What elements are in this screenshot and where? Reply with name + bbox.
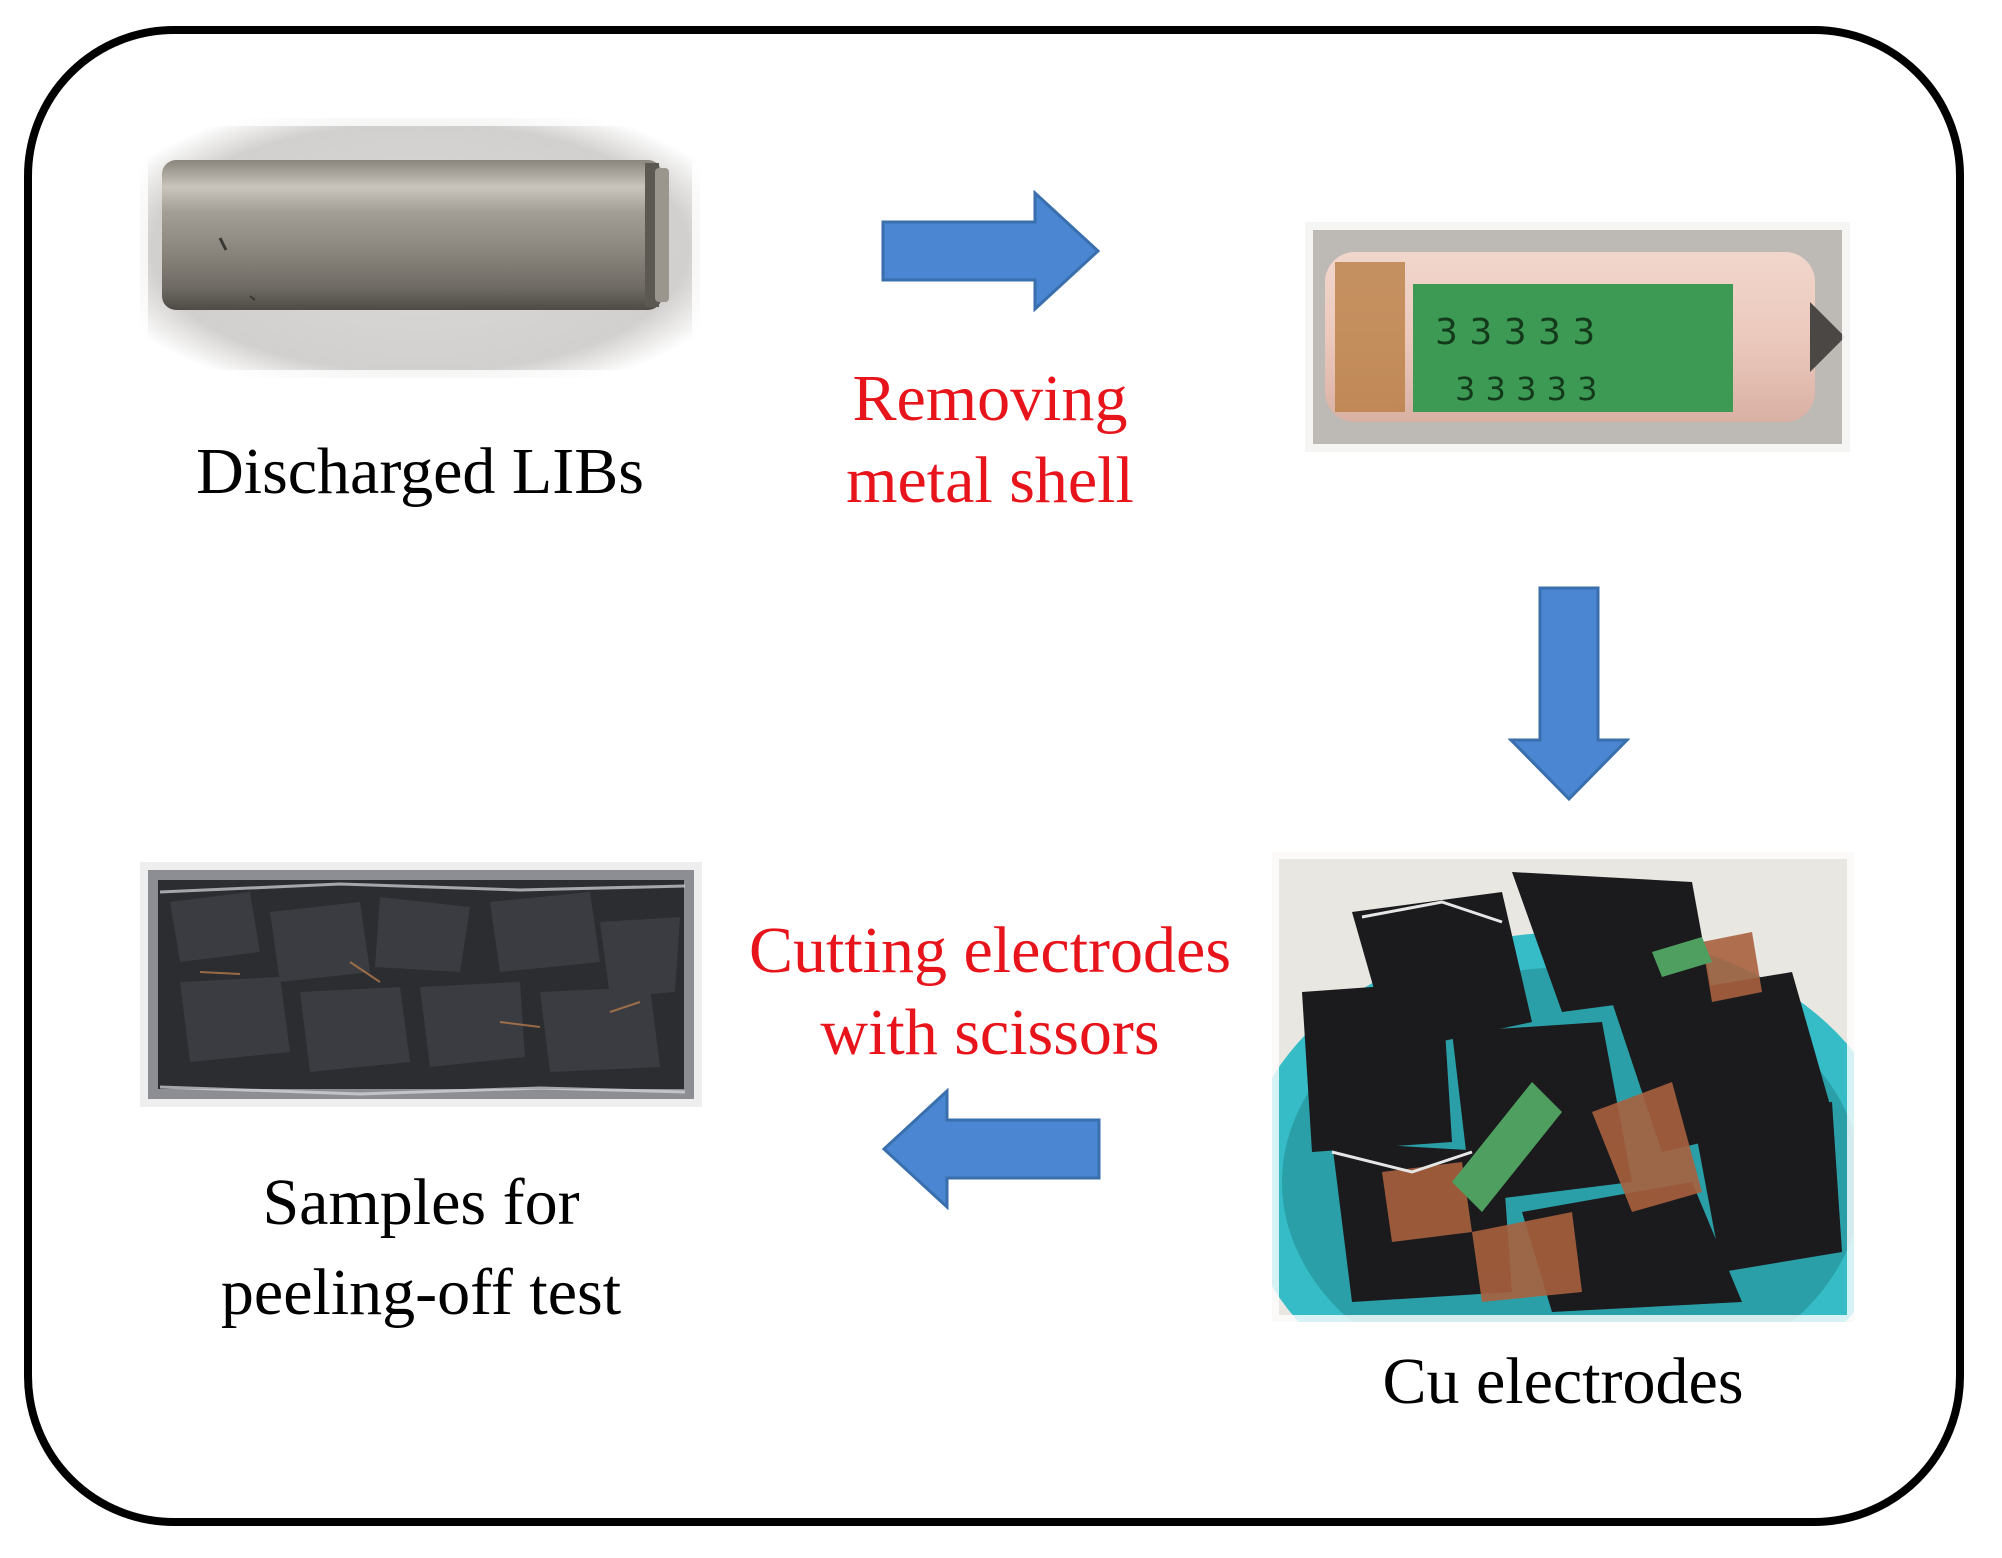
- arrow-right-icon: [880, 190, 1102, 312]
- discharged-libs-caption: Discharged LIBs: [196, 435, 644, 508]
- cutting-step-label: Cutting electrodes with scissors: [710, 910, 1270, 1074]
- cutting-line2: with scissors: [820, 996, 1160, 1069]
- samples-caption-line1: Samples for: [262, 1166, 580, 1239]
- cutting-line1: Cutting electrodes: [748, 914, 1232, 987]
- process-frame: [24, 26, 1964, 1526]
- battery-cell-photo: [140, 118, 700, 378]
- svg-text:3 3 3 3 3: 3 3 3 3 3: [1435, 312, 1595, 353]
- svg-text:3 3 3 3 3: 3 3 3 3 3: [1455, 370, 1597, 408]
- arrow-down-icon: [1508, 585, 1630, 803]
- cut-samples-bag-photo: [140, 862, 702, 1107]
- cu-electrodes-basket-photo: [1272, 852, 1854, 1322]
- unshelled-cell-photo: 3 3 3 3 3 3 3 3 3 3: [1305, 222, 1850, 452]
- samples-caption-line2: peeling-off test: [220, 1256, 622, 1329]
- samples-caption: Samples for peeling-off test: [140, 1158, 702, 1338]
- removing-shell-line2: metal shell: [846, 444, 1134, 517]
- arrow-left-icon: [880, 1088, 1102, 1210]
- removing-shell-step-label: Removing metal shell: [760, 358, 1220, 522]
- cu-electrodes-caption: Cu electrodes: [1382, 1345, 1744, 1418]
- removing-shell-line1: Removing: [852, 362, 1128, 435]
